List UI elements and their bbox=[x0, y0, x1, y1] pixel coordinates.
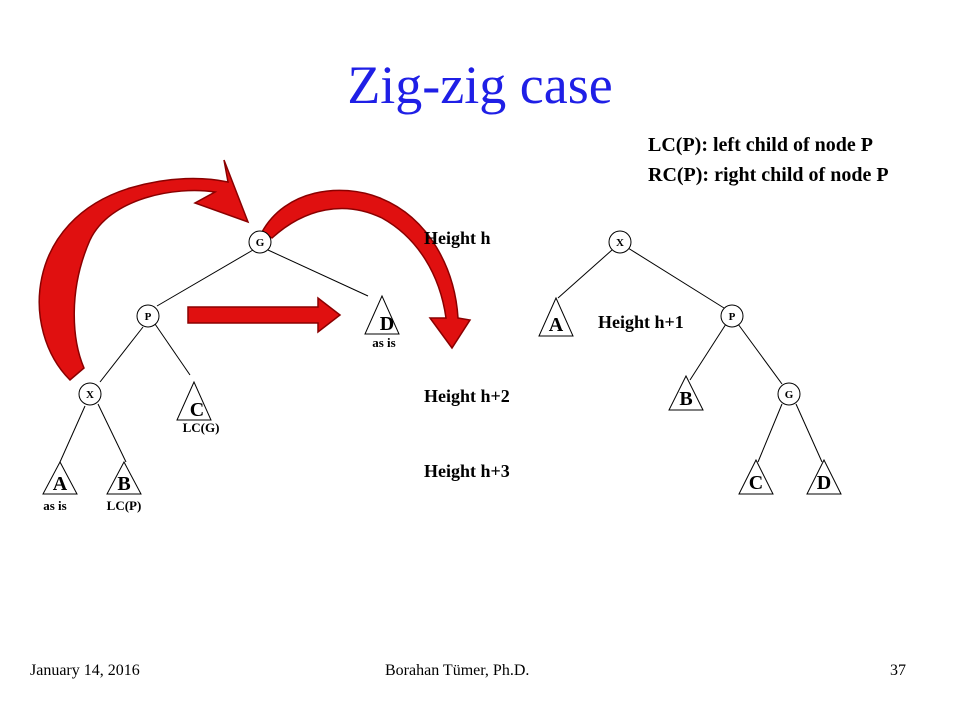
subtree-b-label: B bbox=[117, 473, 130, 495]
footer-page-number: 37 bbox=[890, 662, 906, 679]
node-x: X bbox=[78, 382, 102, 406]
rotation-arrows bbox=[38, 159, 472, 382]
subtree-a-after: A bbox=[538, 296, 574, 337]
node-g-after-label: G bbox=[785, 389, 794, 401]
subtree-d: D as is bbox=[364, 294, 400, 350]
subtree-d-after-label: D bbox=[817, 472, 831, 494]
subtree-c-after-label: C bbox=[749, 472, 763, 494]
node-x-after: X bbox=[608, 230, 632, 254]
straight-arrow-p-to-d bbox=[187, 296, 342, 334]
node-g-after: G bbox=[777, 382, 801, 406]
subtree-b: B LC(P) bbox=[106, 460, 142, 513]
node-p-label: P bbox=[145, 311, 152, 323]
subtree-d-after: D bbox=[806, 458, 842, 495]
height-labels: Height h Height h+1 Height h+2 Height h+… bbox=[424, 228, 684, 481]
subtree-a-after-label: A bbox=[549, 314, 564, 336]
definition-rc: RC(P): right child of node P bbox=[648, 164, 889, 186]
subtree-b-after: B bbox=[668, 374, 704, 411]
node-p: P bbox=[136, 304, 160, 328]
subtree-d-label: D bbox=[380, 313, 394, 335]
subtree-b-after-label: B bbox=[679, 388, 692, 410]
curved-arrow-x-to-g bbox=[38, 159, 250, 382]
slide-title: Zig-zig case bbox=[347, 55, 613, 115]
subtree-a-label: A bbox=[53, 473, 68, 495]
node-x-after-label: X bbox=[616, 237, 624, 249]
subtree-b-note: LC(P) bbox=[107, 498, 142, 513]
curved-arrow-g-to-right bbox=[260, 189, 472, 350]
height-h1: Height h+1 bbox=[598, 312, 684, 332]
subtree-a: A as is bbox=[42, 460, 78, 513]
subtree-c-label: C bbox=[190, 399, 204, 421]
node-p-after-label: P bbox=[729, 311, 736, 323]
subtree-c-note: LC(G) bbox=[183, 420, 220, 435]
height-h3: Height h+3 bbox=[424, 461, 510, 481]
height-h: Height h bbox=[424, 228, 491, 248]
subtree-a-note: as is bbox=[43, 498, 66, 513]
height-h2: Height h+2 bbox=[424, 386, 510, 406]
before-tree-edges bbox=[59, 249, 369, 463]
subtree-c: C LC(G) bbox=[176, 380, 220, 435]
node-x-label: X bbox=[86, 389, 94, 401]
subtree-c-after: C bbox=[738, 458, 774, 495]
subtree-d-note: as is bbox=[372, 335, 395, 350]
node-g-label: G bbox=[256, 237, 265, 249]
footer-date: January 14, 2016 bbox=[30, 662, 140, 679]
node-p-after: P bbox=[720, 304, 744, 328]
footer-author: Borahan Tümer, Ph.D. bbox=[385, 662, 530, 679]
definitions: LC(P): left child of node P RC(P): right… bbox=[648, 130, 889, 190]
definition-lc: LC(P): left child of node P bbox=[648, 134, 873, 156]
node-g: G bbox=[248, 230, 272, 254]
after-tree-edges bbox=[557, 247, 823, 463]
